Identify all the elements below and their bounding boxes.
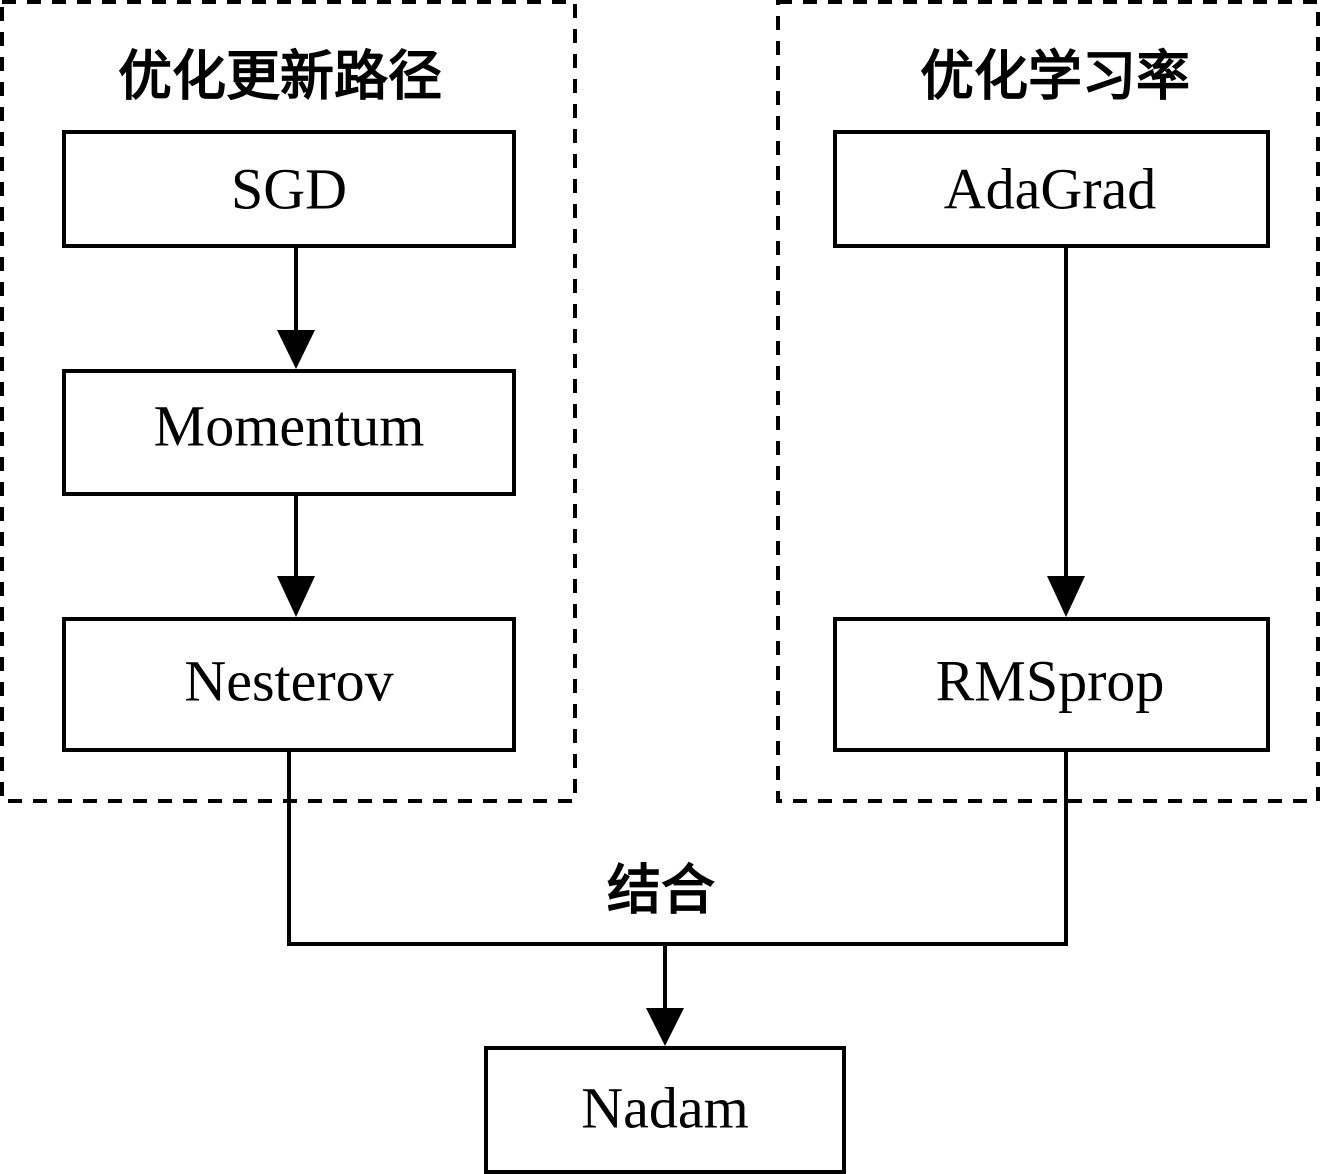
adagrad-node-label: AdaGrad [944,157,1157,222]
rmsprop-node [833,617,1270,752]
adagrad-to-rmsprop-arrowhead [1047,576,1085,617]
momentum-to-nesterov-arrowhead [277,576,315,617]
sgd-node [62,130,516,248]
sgd-to-momentum-arrowhead [277,330,315,369]
momentum-node [62,369,516,496]
nesterov-node-label: Nesterov [184,649,393,714]
nadam-node [484,1046,846,1174]
combine-connector [287,751,1068,946]
momentum-node-label: Momentum [154,394,425,459]
rmsprop-node-label: RMSprop [936,649,1165,714]
update-path-group-title: 优化更新路径 [118,45,442,108]
learning-rate-group [776,0,1320,803]
adagrad-node [833,130,1270,248]
nadam-node-label: Nadam [581,1076,749,1141]
nesterov-node [62,617,516,752]
learning-rate-group-title: 优化学习率 [920,45,1190,108]
sgd-node-label: SGD [231,157,347,222]
combine-label: 结合 [607,859,715,922]
combine-to-nadam-arrowhead [646,1008,684,1046]
